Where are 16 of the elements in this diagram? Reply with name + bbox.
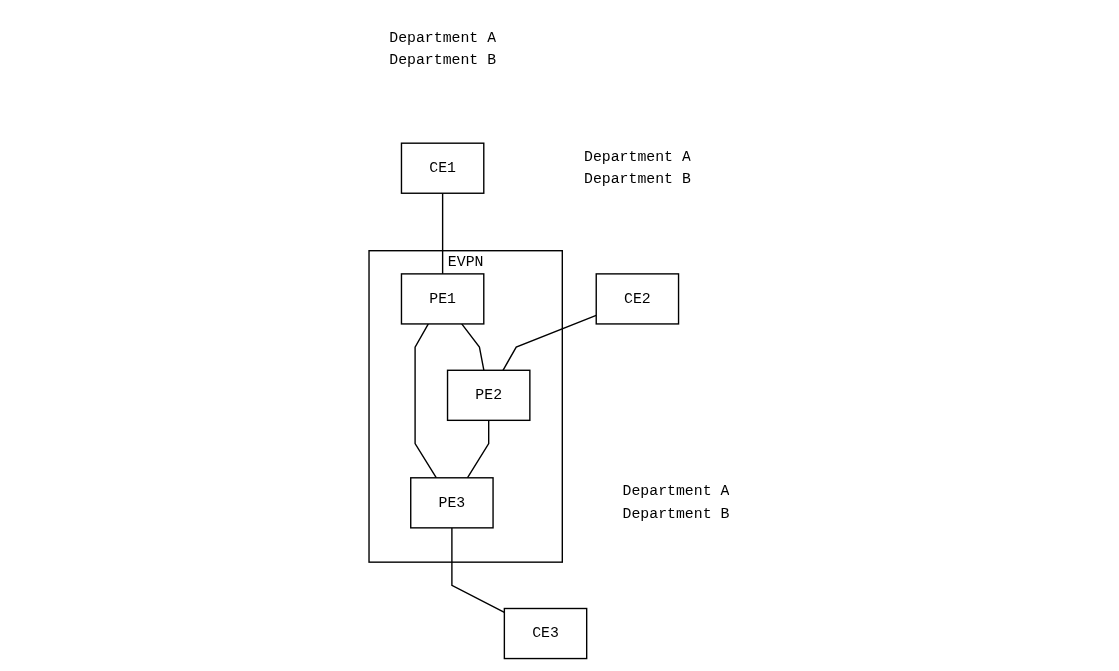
node-label: Department B — [389, 51, 497, 69]
node-label: Department B — [622, 505, 730, 522]
node-label: Department A — [622, 482, 730, 500]
connector — [461, 322, 485, 371]
node-label: Department A — [389, 29, 497, 47]
connector — [442, 192, 444, 275]
node-box: CE1 — [400, 142, 485, 194]
node-label: Department B — [584, 170, 691, 188]
connector — [466, 419, 490, 478]
node-box: CE2 — [595, 272, 680, 325]
node-box: PE2 — [447, 369, 531, 421]
node-box: PE1 — [400, 272, 485, 325]
node-label: Department A — [584, 148, 691, 165]
node-box: CE3 — [503, 607, 588, 659]
connector — [414, 322, 438, 478]
node-box: PE3 — [410, 476, 494, 529]
